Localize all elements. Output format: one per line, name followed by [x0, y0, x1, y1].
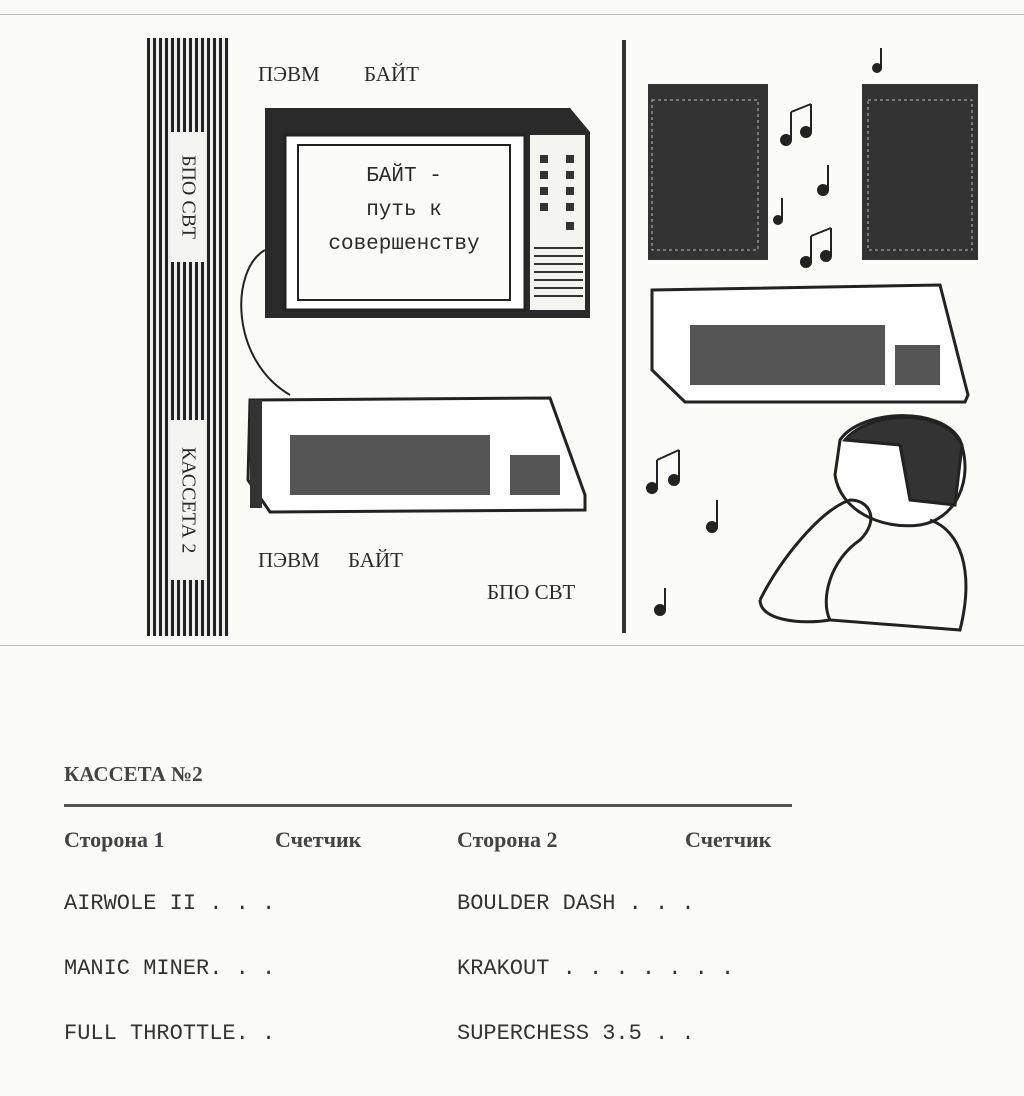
bottom-caption-pevm: ПЭВМ: [258, 548, 320, 572]
listing-title: КАССЕТА №2: [64, 762, 203, 786]
speaker-left-illustration: [648, 84, 768, 260]
side1-track: FULL THROTTLE. .: [64, 1021, 276, 1046]
side2-track: KRAKOUT . . . . . . .: [457, 956, 735, 981]
header-side1: Сторона 1: [64, 827, 165, 852]
monitor-screen-text: БАЙТ - путь к совершенству: [298, 160, 510, 262]
music-notes-icon: [646, 48, 882, 616]
monitor-illustration: [240, 108, 590, 396]
top-caption-bait: БАЙТ: [364, 62, 419, 86]
header-side2: Сторона 2: [457, 827, 558, 852]
side2-track: BOULDER DASH . . .: [457, 891, 695, 916]
screen-line: БАЙТ -: [366, 165, 442, 188]
title-rule: [64, 804, 792, 807]
paper-edge: [0, 14, 1024, 15]
screen-line: путь к: [366, 199, 442, 222]
header-counter2: Счетчик: [685, 827, 772, 852]
side2-track: SUPERCHESS 3.5 . .: [457, 1021, 695, 1046]
cover-illustration: [240, 40, 978, 633]
speaker-right-illustration: [862, 84, 978, 260]
keyboard-illustration: [246, 396, 587, 514]
keyboard-right-illustration: [650, 283, 970, 404]
side1-track: MANIC MINER. . .: [64, 956, 276, 981]
bottom-caption-bait: БАЙТ: [348, 548, 403, 572]
boy-illustration: [758, 414, 968, 632]
publisher-label: БПО СВТ: [487, 580, 576, 604]
screen-line: совершенству: [328, 233, 480, 256]
spine-top-label: БПО СВТ: [171, 132, 205, 262]
header-counter1: Счетчик: [275, 827, 362, 852]
side1-track: AIRWOLE II . . .: [64, 891, 276, 916]
fold-line: [0, 645, 1024, 646]
top-caption-pevm: ПЭВМ: [258, 62, 320, 86]
spine-bottom-label: КАССЕТА 2: [171, 420, 205, 580]
